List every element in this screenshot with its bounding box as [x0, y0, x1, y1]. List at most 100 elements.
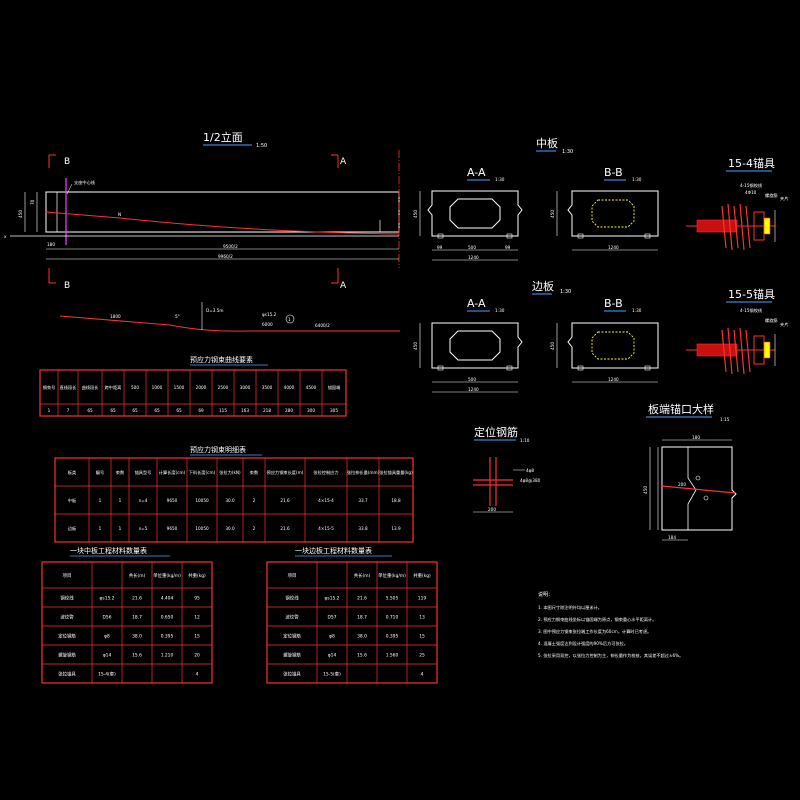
tendon-hole — [577, 365, 584, 371]
tendon-table-cell: 30.0 — [225, 498, 235, 503]
edge-slab-scale: 1:30 — [560, 289, 571, 295]
middle-bb-void — [591, 199, 635, 228]
spiral-bars — [721, 203, 751, 251]
curve-table-header-cell: 3000 — [240, 385, 251, 390]
edge-material-cell: 13 — [419, 615, 425, 621]
tendon-table-header-cell: 束数 — [116, 469, 125, 476]
end-detail-title: 板端锚口大样 — [648, 402, 714, 416]
dim-height: 450 — [18, 210, 23, 218]
tendon-table-cell: 9650 — [167, 498, 178, 503]
tendon-table-header-cell: 计算长度(cm) — [159, 469, 186, 476]
edge-aa-outline — [431, 322, 523, 369]
middle-bb-width: 1240 — [608, 245, 619, 250]
mid-material-cell: 21.6 — [132, 596, 142, 602]
middle-aa-title: A-A — [467, 166, 486, 179]
middle-bb-title: B-B — [604, 166, 623, 179]
curve-table-title: 预应力钢束曲线要素 — [190, 355, 253, 364]
tendon-table-header-cell: 板类 — [68, 469, 77, 476]
tendon-dim-half: 6400/2 — [315, 323, 330, 328]
tendon-hole — [644, 233, 651, 239]
tendon-table-cell: 33.7 — [358, 498, 368, 503]
mid-material-cell: 螺旋钢筋 — [58, 652, 76, 659]
tendon-table-cell: 2 — [253, 498, 256, 503]
edge-slab-sections: 边板 1:30 A-A 1:30 450 500 1240 B-B 1:30 4… — [413, 279, 659, 393]
support-centerline-label: 支座中心线 — [74, 179, 96, 186]
tendon-table: 预应力钢束明细表 板类编号束数锚具型号计算长度(cm)下料长度(cm)张拉力(k… — [54, 445, 414, 543]
rebar-dim: 200 — [488, 507, 496, 512]
tendon-angle-label: 5° — [175, 314, 180, 319]
tendon-len-label: 1800 — [110, 314, 121, 319]
tendon-table-cell: 1 — [99, 526, 102, 531]
curve-table-cell: 65 — [154, 408, 160, 413]
middle-aa-outline — [427, 190, 523, 237]
mid-material-cell: 4.404 — [161, 596, 174, 602]
edge-bb-height: 450 — [550, 342, 555, 350]
middle-aa-dim-middle: 500 — [468, 245, 476, 250]
curve-table-border — [39, 369, 347, 417]
tendon-pipe-label: D=3.5m — [206, 308, 223, 313]
tendon-table-header-cell: 张拉锚具重量(kg) — [379, 469, 413, 476]
mid-material-cell: 95 — [194, 596, 200, 602]
curve-table-cell: 69 — [198, 408, 204, 413]
edge-aa-void — [449, 330, 501, 361]
curve-table-cell: 163 — [241, 408, 249, 413]
edge-material-cell: 15 — [419, 634, 425, 640]
edge-material-border — [266, 561, 438, 684]
tendon-table-header-cell: 锚具型号 — [135, 469, 152, 476]
tendon-table-cell: 1 — [119, 526, 122, 531]
tendon-table-header-cell: 张拉伸长量(mm) — [347, 469, 380, 476]
curve-table-header-cell: 4000 — [284, 385, 295, 390]
tendon-hole — [437, 233, 444, 239]
curve-table-cell: 218 — [263, 408, 271, 413]
curve-table-header-cell: 钢束号 — [43, 384, 56, 391]
curve-table-header-cell: 2000 — [196, 385, 207, 390]
tendon-table-cell: 21.6 — [280, 498, 290, 503]
mid-material-cell: 0.395 — [161, 634, 174, 640]
rebar-title: 定位钢筋 — [474, 425, 518, 439]
mid-material-cell: 0.650 — [161, 615, 174, 621]
middle-aa-dim-left: 99 — [437, 245, 443, 250]
tendon-table-cell: 33.8 — [358, 526, 368, 531]
note-item: 3. 图中预应力钢束张拉端工作长度为60cm，计算时已考虑。 — [538, 628, 651, 635]
edge-material-header-cell: 项目 — [288, 573, 297, 579]
end-cut-line — [687, 447, 697, 530]
middle-aa-scale: 1:30 — [495, 177, 505, 182]
anchor-15-4-label-4: 4Φ10 — [745, 190, 757, 195]
edge-material-cell: 0.395 — [386, 634, 399, 640]
middle-aa-width: 1240 — [468, 255, 479, 260]
mid-material-cell: 4 — [196, 672, 199, 678]
leader-line — [66, 183, 73, 195]
anchor-15-5-label-0: 4-15钢绞线 — [740, 307, 763, 314]
mid-material-cell: 钢绞线 — [60, 595, 74, 602]
middle-aa-height: 450 — [413, 210, 418, 218]
tendon-table-cell: 2 — [253, 526, 256, 531]
curve-table-cell: 65 — [87, 408, 93, 413]
mid-material-header-cell: 共重(kg) — [188, 572, 206, 579]
curve-table-header-cell: 直线段长 — [60, 384, 78, 391]
mid-material-cell: φ14 — [103, 653, 112, 659]
mid-material-cell: 20 — [194, 653, 200, 659]
mid-material-cell: φ8 — [104, 634, 110, 640]
mid-material-cell: D56 — [103, 615, 112, 621]
section-b-label: B — [64, 157, 70, 167]
rebar-scale: 1:10 — [520, 438, 530, 443]
edge-material-cell: 波纹管 — [285, 614, 299, 621]
anchor-head — [763, 217, 771, 235]
edge-material-header-cell: 共重(kg) — [413, 572, 431, 579]
curve-table-header-cell: 1000 — [152, 385, 163, 390]
edge-material-cell: 119 — [418, 596, 427, 602]
mid-material-cell: 张拉锚具 — [58, 671, 76, 678]
spiral-bars — [721, 327, 751, 375]
curve-table-header-cell: 1500 — [174, 385, 185, 390]
section-a-label-bottom: A — [340, 281, 347, 291]
tendon-table-cell: n=4 — [139, 498, 148, 503]
curve-table-cell: 65 — [110, 408, 116, 413]
edge-material-cell: φ8 — [329, 634, 335, 640]
dim-total: 9960/2 — [218, 254, 233, 259]
mid-material-title: 一块中板工程材料数量表 — [70, 546, 147, 555]
tendon-table-cell: 30.0 — [225, 526, 235, 531]
end-dim-0: 180 — [692, 435, 700, 440]
edge-material-cell: 1.560 — [386, 653, 399, 659]
